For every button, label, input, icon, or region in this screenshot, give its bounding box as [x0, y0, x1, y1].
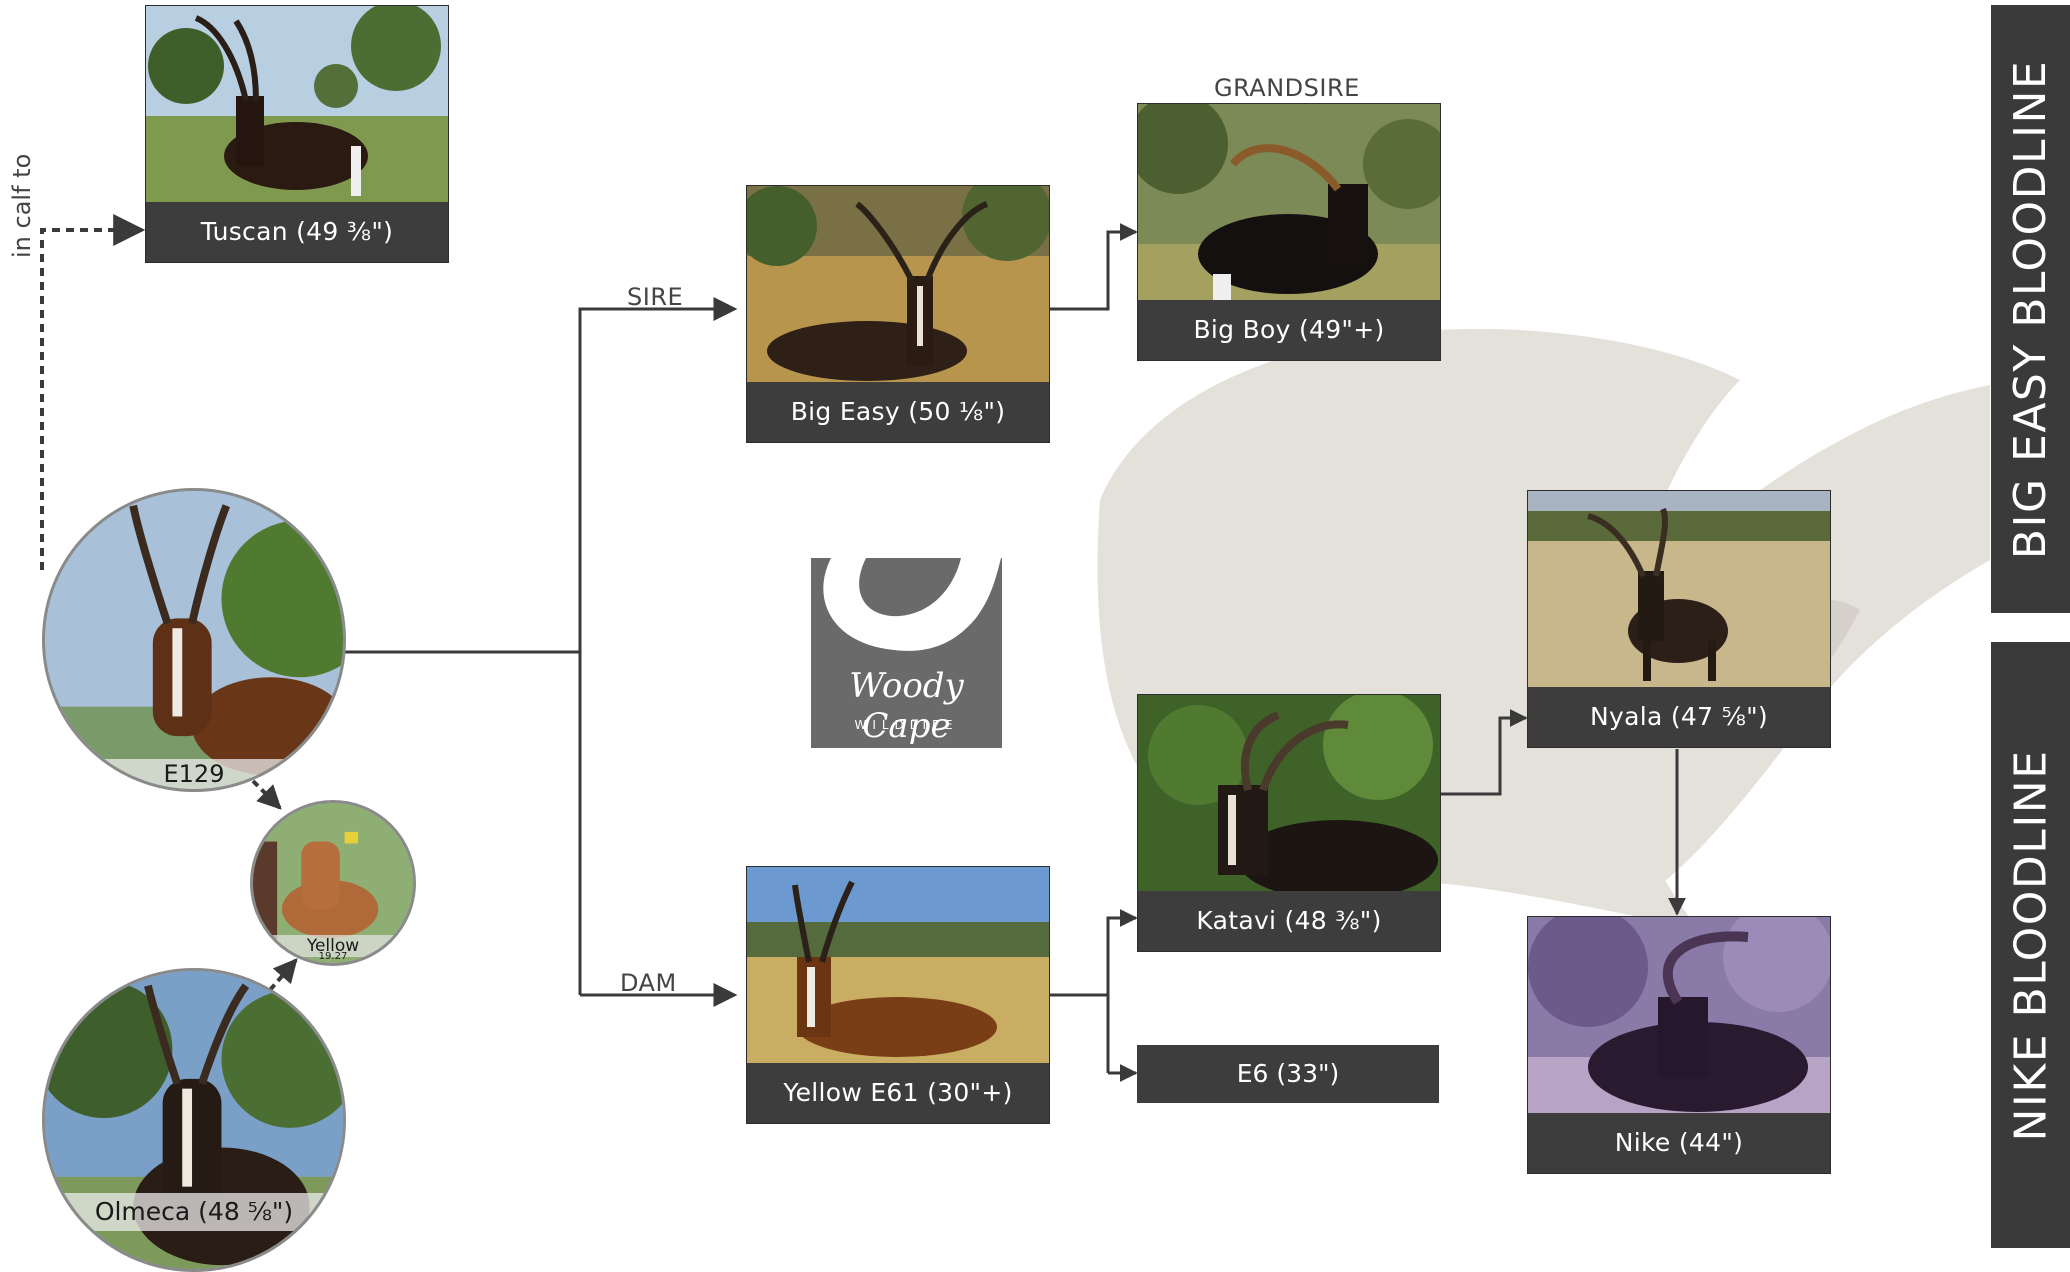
animal-card-e6: E6 (33")	[1137, 1045, 1439, 1103]
grandsire-label: GRANDSIRE	[1214, 74, 1360, 102]
animal-circle-e129: E129	[42, 488, 346, 792]
animal-label: Tuscan (49 ⅜")	[200, 217, 394, 246]
animal-label: Olmeca (48 ⅝")	[45, 1193, 343, 1231]
animal-label: Nike (44")	[1614, 1128, 1744, 1157]
animal-card-nike: Nike (44")	[1527, 916, 1831, 1174]
sire-label: SIRE	[627, 283, 684, 311]
animal-photo	[1138, 104, 1440, 300]
bloodline-label: NIKE BLOODLINE	[2005, 748, 2057, 1142]
animal-photo	[747, 186, 1049, 382]
animal-label: Big Boy (49"+)	[1193, 315, 1385, 344]
animal-label: Yellow E61 (30"+)	[783, 1078, 1013, 1107]
animal-circle-olmeca: Olmeca (48 ⅝")	[42, 968, 346, 1272]
animal-label: Yellow	[253, 935, 413, 957]
animal-card-tuscan: Tuscan (49 ⅜")	[145, 5, 449, 263]
in-calf-to-label: in calf to	[8, 153, 36, 258]
brand-tagline: WILDLIFE	[854, 718, 959, 732]
bloodline-label: BIG EASY BLOODLINE	[2005, 59, 2057, 559]
animal-label: Nyala (47 ⅝")	[1590, 702, 1768, 731]
animal-label: E129	[45, 759, 343, 789]
animal-photo	[146, 6, 448, 202]
animal-photo	[1528, 917, 1830, 1113]
animal-card-katavi: Katavi (48 ⅜")	[1137, 694, 1441, 952]
animal-circle-yellow-calf: Yellow 19.27	[250, 800, 416, 966]
animal-photo	[747, 867, 1049, 1063]
animal-photo	[1528, 491, 1830, 687]
animal-photo	[45, 491, 343, 789]
animal-card-nyala: Nyala (47 ⅝")	[1527, 490, 1831, 748]
animal-card-big-boy: Big Boy (49"+)	[1137, 103, 1441, 361]
animal-label: Big Easy (50 ⅛")	[790, 397, 1006, 426]
animal-photo	[1138, 695, 1440, 891]
nike-bloodline-banner: NIKE BLOODLINE	[1991, 642, 2070, 1248]
brand-name: Woody Cape	[849, 666, 964, 746]
animal-label: Katavi (48 ⅜")	[1196, 906, 1382, 935]
woody-cape-logo: Woody Cape WILDLIFE	[811, 558, 1002, 748]
animal-card-big-easy: Big Easy (50 ⅛")	[746, 185, 1050, 443]
big-easy-bloodline-banner: BIG EASY BLOODLINE	[1991, 5, 2070, 613]
ear-tag-number: 19.27	[318, 951, 348, 962]
animal-card-yellow-e61: Yellow E61 (30"+)	[746, 866, 1050, 1124]
dam-label: DAM	[620, 969, 677, 997]
